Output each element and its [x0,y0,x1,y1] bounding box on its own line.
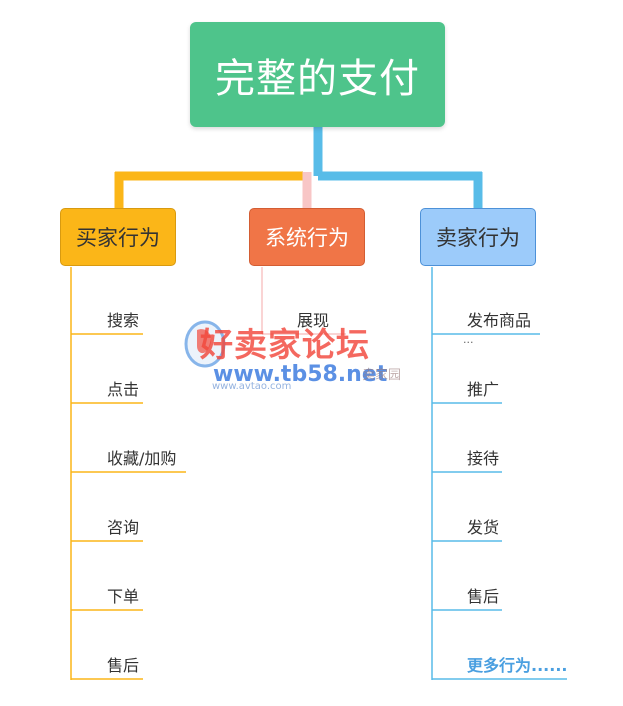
system-node[interactable]: 系统行为 [249,208,365,266]
buyer-label: 买家行为 [76,226,160,250]
buyer-item-aftersale[interactable]: 售后 [107,656,140,675]
seller-item-publish[interactable]: 发布商品 [467,311,532,330]
buyer-item-click[interactable]: 点击 [107,380,140,399]
seller-item-reception[interactable]: 接待 [467,449,500,468]
watermark-url: www.tb58.net [213,362,388,387]
watermark-extra: 卖家园 [362,368,402,383]
buyer-node[interactable]: 买家行为 [60,208,176,266]
watermark-small: www.avtao.com [212,381,292,392]
seller-item-aftersale[interactable]: 售后 [467,587,500,606]
seller-item-more[interactable]: 更多行为...... [467,656,568,675]
system-item-display[interactable]: 展现 [297,311,330,330]
buyer-item-favorite[interactable]: 收藏/加购 [107,449,177,468]
seller-item-promote[interactable]: 推广 [467,380,500,399]
buyer-item-search[interactable]: 搜索 [107,311,140,330]
system-label: 系统行为 [265,226,349,250]
root-node[interactable]: 完整的支付 [190,22,445,127]
buyer-item-consult[interactable]: 咨询 [107,518,140,537]
buyer-item-order[interactable]: 下单 [107,587,140,606]
seller-item-ship[interactable]: 发货 [467,518,500,537]
seller-node[interactable]: 卖家行为 [420,208,536,266]
watermark-title: 好卖家论坛 [200,325,370,364]
watermark-logo-icon [184,320,226,368]
root-label: 完整的支付 [215,55,420,102]
seller-ellipsis: ... [463,333,474,346]
seller-label: 卖家行为 [436,226,520,250]
